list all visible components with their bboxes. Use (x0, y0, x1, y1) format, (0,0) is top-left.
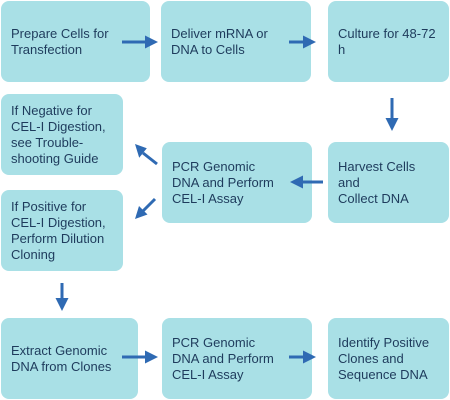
step-culture: Culture for 48-72 h (328, 1, 449, 82)
arrowhead-extract-to-pcr (145, 350, 158, 364)
arrowhead-positive-to-extract (55, 298, 69, 311)
arrowhead-pcr-to-negative (135, 144, 147, 158)
step-deliver-mrna: Deliver mRNA or DNA to Cells (161, 1, 311, 82)
arrowhead-culture-to-harvest (385, 118, 399, 131)
step-if-negative-label: If Negative for CEL-I Digestion, see Tro… (11, 102, 106, 166)
step-pcr-cel1-first-label: PCR Genomic DNA and Perform CEL-I Assay (172, 158, 274, 206)
step-if-positive: If Positive for CEL-I Digestion, Perform… (1, 190, 123, 271)
step-extract-dna: Extract Genomic DNA from Clones (1, 318, 138, 399)
step-if-positive-label: If Positive for CEL-I Digestion, Perform… (11, 198, 106, 262)
step-pcr-cel1-second-label: PCR Genomic DNA and Perform CEL-I Assay (172, 334, 274, 382)
step-if-negative: If Negative for CEL-I Digestion, see Tro… (1, 94, 123, 175)
step-extract-dna-label: Extract Genomic DNA from Clones (11, 342, 112, 374)
step-prepare-cells: Prepare Cells for Transfection (1, 1, 150, 82)
step-harvest-cells-label: Harvest Cells and Collect DNA (338, 158, 416, 206)
step-harvest-cells: Harvest Cells and Collect DNA (328, 142, 449, 223)
step-identify-clones-label: Identify Positive Clones and Sequence DN… (338, 334, 430, 382)
step-culture-label: Culture for 48-72 h (338, 25, 436, 57)
arrow-pcr-to-negative (142, 151, 158, 166)
step-deliver-mrna-label: Deliver mRNA or DNA to Cells (171, 25, 268, 57)
arrow-pcr-to-positive (141, 197, 157, 213)
step-prepare-cells-label: Prepare Cells for Transfection (11, 25, 109, 57)
step-identify-clones: Identify Positive Clones and Sequence DN… (328, 318, 449, 399)
arrowhead-pcr-to-positive (135, 206, 148, 219)
step-pcr-cel1-second: PCR Genomic DNA and Perform CEL-I Assay (162, 318, 312, 399)
step-pcr-cel1-first: PCR Genomic DNA and Perform CEL-I Assay (162, 142, 312, 223)
